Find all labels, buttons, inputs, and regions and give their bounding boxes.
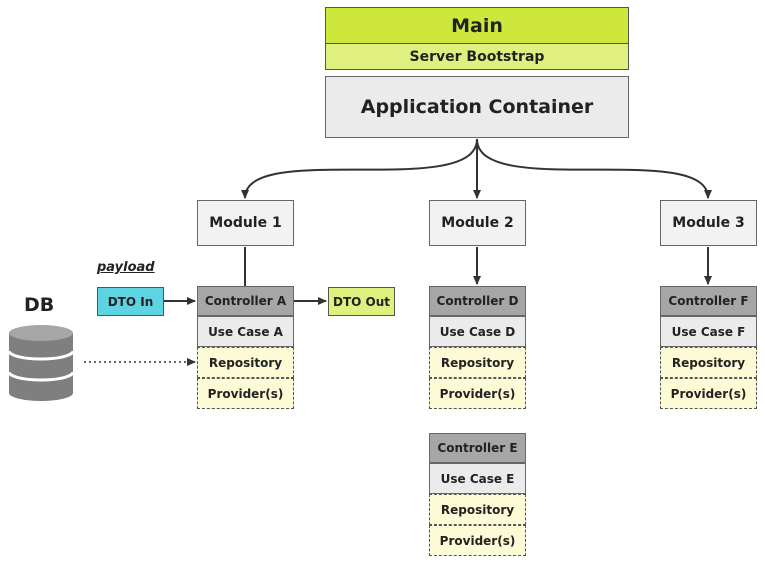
payload-label: payload [97, 260, 155, 275]
use-case-e: Use Case E [429, 463, 526, 494]
repository-e: Repository [429, 494, 526, 525]
providers-a: Provider(s) [197, 378, 294, 409]
main-title: Main [325, 7, 629, 44]
server-bootstrap-label: Server Bootstrap [325, 44, 629, 70]
module-2: Module 2 [429, 200, 526, 246]
dto-out: DTO Out [328, 287, 395, 316]
database-icon [7, 325, 75, 401]
controller-d: Controller D [429, 286, 526, 316]
controller-e: Controller E [429, 433, 526, 463]
db-label: DB [24, 294, 55, 316]
controller-f: Controller F [660, 286, 757, 316]
repository-f: Repository [660, 347, 757, 378]
module-3: Module 3 [660, 200, 757, 246]
providers-f: Provider(s) [660, 378, 757, 409]
use-case-f: Use Case F [660, 316, 757, 347]
arrow-container-to-module-1 [241, 138, 478, 199]
module-1: Module 1 [197, 200, 294, 246]
dto-in: DTO In [97, 287, 164, 316]
providers-e: Provider(s) [429, 525, 526, 556]
repository-a: Repository [197, 347, 294, 378]
arrow-container-to-module-3 [476, 138, 712, 199]
application-container: Application Container [325, 76, 629, 138]
repository-d: Repository [429, 347, 526, 378]
use-case-d: Use Case D [429, 316, 526, 347]
use-case-a: Use Case A [197, 316, 294, 347]
controller-a: Controller A [197, 286, 294, 316]
providers-d: Provider(s) [429, 378, 526, 409]
